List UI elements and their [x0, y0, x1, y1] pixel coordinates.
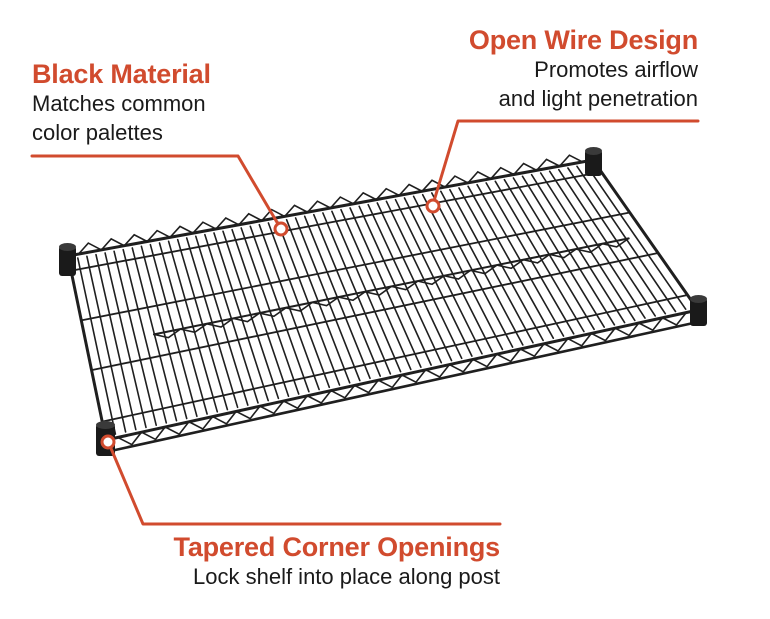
shelf-truss-front [117, 311, 688, 446]
callout-heading: Tapered Corner Openings [173, 532, 501, 562]
shelf-cross-wire [77, 257, 117, 435]
callout-heading: Open Wire Design [468, 25, 698, 55]
callout-heading: Black Material [32, 59, 211, 89]
callout-tapered-corner-openings: Tapered Corner Openings Lock shelf into … [173, 532, 501, 591]
callout-description-line: Lock shelf into place along post [193, 564, 500, 589]
callout-description-line: Matches common [32, 91, 206, 116]
corner-posts [59, 147, 707, 456]
shelf-cross-wire [95, 253, 137, 431]
leader-lines [30, 119, 700, 526]
shelf-runner-wire [90, 252, 659, 372]
shelf-cross-wire [86, 255, 127, 433]
marker-open-wire [425, 198, 441, 214]
shelf-support-bar [153, 237, 630, 336]
corner-post-back-right [585, 147, 602, 176]
wire-shelf [66, 154, 700, 454]
marker-tapered-corner [100, 434, 116, 450]
corner-post-front-right [690, 295, 707, 326]
shelf-cross-wire [104, 252, 147, 429]
corner-post-back-left [59, 243, 76, 276]
callout-description: Matches common color palettes [32, 89, 211, 147]
callout-description: Promotes airflow and light penetration [469, 55, 698, 113]
callout-black-material: Black Material Matches common color pale… [32, 59, 211, 147]
shelf-truss-back [77, 154, 584, 255]
callout-open-wire-design: Open Wire Design Promotes airflow and li… [469, 25, 698, 113]
shelf-front-lower-rail [104, 320, 700, 454]
shelf-runner-wire [70, 171, 603, 272]
callout-description-line: and light penetration [498, 86, 698, 111]
leader-line-open-wire [432, 119, 700, 203]
leader-line-black-material [30, 154, 280, 226]
shelf-cross-wire [585, 163, 687, 311]
shelf-frame-side [591, 158, 700, 312]
shelf-cross-wire [122, 248, 168, 424]
shelf-runner-wire [80, 211, 631, 322]
shelf-frame-side [66, 254, 108, 442]
callout-description: Lock shelf into place along post [174, 562, 500, 591]
callout-description-line: color palettes [32, 120, 163, 145]
callout-markers [100, 198, 441, 450]
shelf-cross-wire [113, 250, 157, 427]
leader-line-tapered-corner [108, 444, 502, 526]
marker-black-material [273, 221, 289, 237]
callout-description-line: Promotes airflow [534, 57, 698, 82]
shelf-runner-wire [101, 294, 689, 423]
